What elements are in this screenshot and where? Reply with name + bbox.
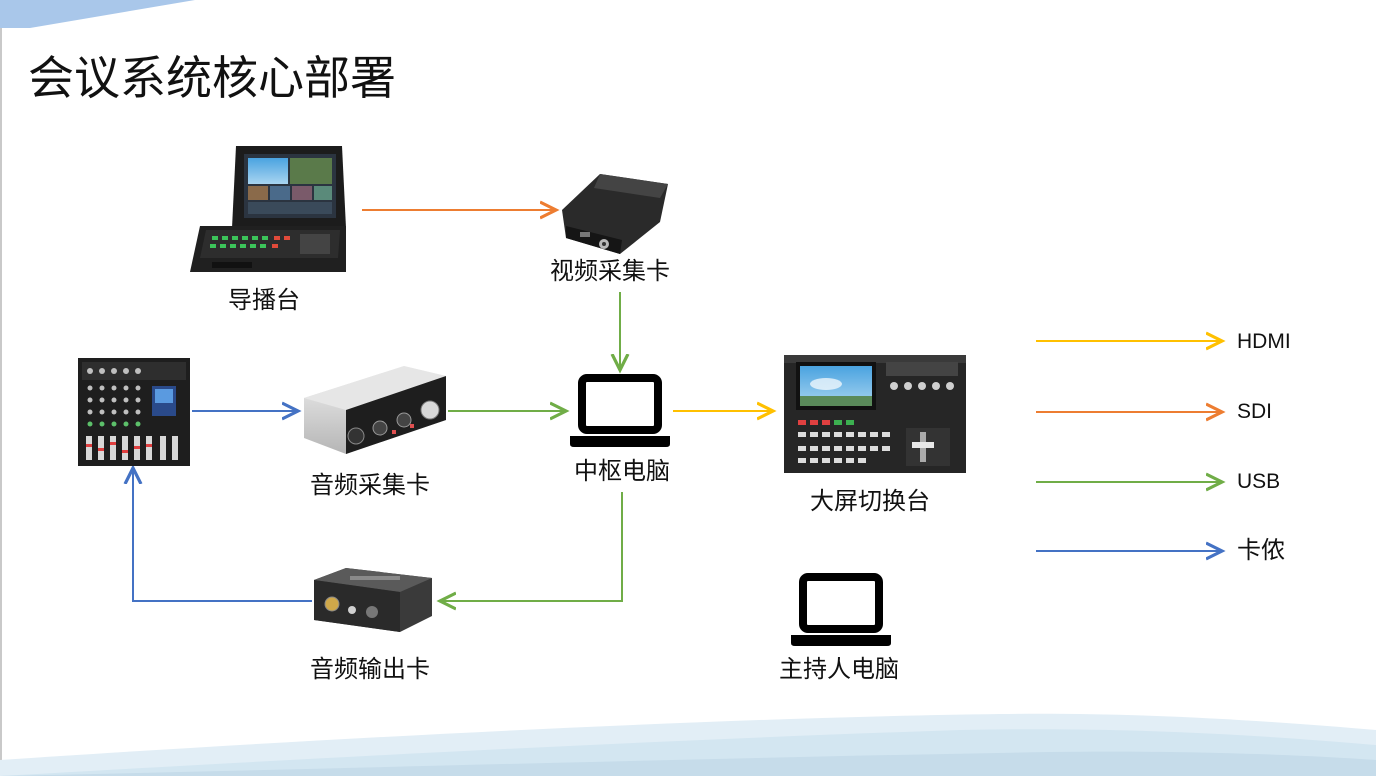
decor-top-ribbon xyxy=(0,0,195,28)
page-title: 会议系统核心部署 xyxy=(28,51,396,105)
label-audio-output: 音频输出卡 xyxy=(310,655,430,683)
label-host-pc: 主持人电脑 xyxy=(779,655,899,683)
legend-label-sdi: SDI xyxy=(1237,400,1273,423)
legend-label-xlr: 卡侬 xyxy=(1237,536,1285,564)
conn-audio-output-to-mixer xyxy=(133,468,312,602)
label-audio-capture: 音频采集卡 xyxy=(310,471,430,499)
label-central-pc: 中枢电脑 xyxy=(574,457,670,485)
conn-central-to-audio-output xyxy=(440,492,623,601)
legend-label-hdmi: HDMI xyxy=(1237,330,1291,353)
video-capture-card-icon xyxy=(562,174,668,254)
audio-output-card-icon xyxy=(314,568,432,632)
label-video-capture: 视频采集卡 xyxy=(550,257,670,285)
decor-bottom-wave-3 xyxy=(0,751,1376,776)
screen-switcher-icon xyxy=(784,355,966,473)
label-director: 导播台 xyxy=(228,286,300,314)
central-pc-laptop-icon xyxy=(570,374,670,447)
audio-capture-card-icon xyxy=(304,366,446,454)
director-console-icon xyxy=(190,146,346,272)
label-screen-switcher: 大屏切换台 xyxy=(810,487,930,515)
legend-label-usb: USB xyxy=(1237,470,1281,493)
host-pc-laptop-icon xyxy=(791,573,891,646)
slide-border xyxy=(0,0,2,776)
audio-mixer-icon xyxy=(78,358,190,466)
